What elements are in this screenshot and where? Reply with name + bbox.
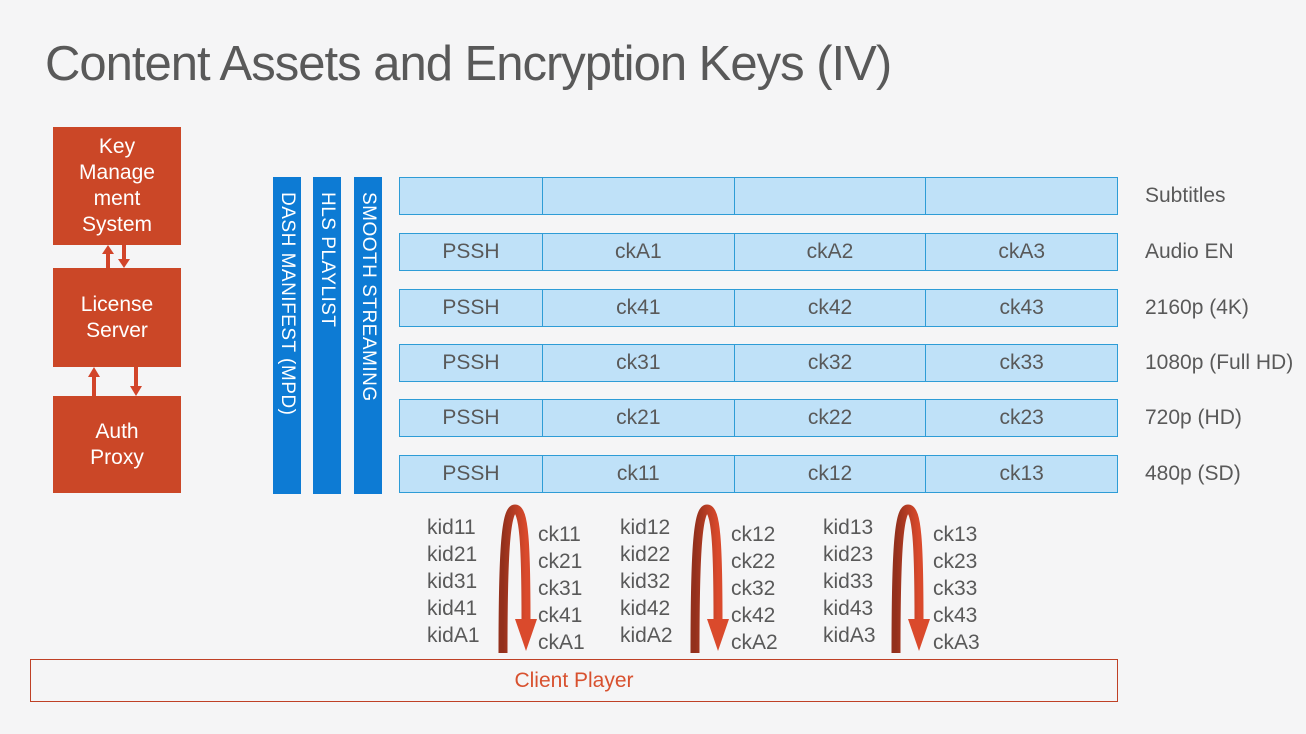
mapping-arrow-icon (498, 504, 537, 653)
kms-label-line: Manage (79, 161, 155, 184)
asset-cell: PSSH (400, 400, 543, 436)
asset-cell: ck41 (543, 290, 735, 326)
hls-playlist-bar: HLS PLAYLIST (313, 177, 341, 494)
kid-list-1: kid11 kid21 kid31 kid41 kidA1 (427, 514, 480, 649)
kid-item: kid22 (620, 543, 671, 566)
page-title: Content Assets and Encryption Keys (IV) (45, 37, 892, 91)
kid-item: kid33 (823, 570, 874, 593)
hls-playlist-label: HLS PLAYLIST (317, 192, 338, 328)
asset-cell (400, 178, 543, 214)
ck-item: ck32 (731, 577, 776, 600)
kid-list-3: kid13 kid23 kid33 kid43 kidA3 (823, 514, 876, 649)
ck-item: ck13 (933, 523, 978, 546)
asset-cell (735, 178, 927, 214)
auth-label-line: Proxy (90, 445, 144, 469)
asset-row-audio-en: PSSH ckA1 ckA2 ckA3 (399, 233, 1118, 271)
asset-cell: ck23 (999, 406, 1044, 429)
auth-proxy-box: Auth Proxy (53, 396, 181, 493)
row-label-subtitles: Subtitles (1145, 184, 1226, 207)
kid-item: kid21 (427, 543, 478, 566)
client-player-box: Client Player (30, 659, 1118, 702)
client-player-label: Client Player (514, 668, 634, 692)
ck-item: ck33 (933, 577, 978, 600)
license-server-box: License Server (53, 268, 181, 367)
ck-list-3: ck13 ck23 ck33 ck43 ckA3 (933, 521, 980, 656)
license-auth-arrows-icon (88, 367, 142, 396)
ck-list-2: ck12 ck22 ck32 ck42 ckA2 (731, 521, 778, 656)
asset-cell: PSSH (400, 345, 543, 381)
asset-cell: ck21 (543, 400, 735, 436)
ck-item: ck21 (538, 550, 583, 573)
asset-cell: ck31 (543, 345, 735, 381)
ck-item: ck11 (538, 523, 581, 546)
asset-cell: ck42 (735, 290, 927, 326)
kid-item: kid23 (823, 543, 874, 566)
dash-manifest-bar: DASH MANIFEST (MPD) (273, 177, 301, 494)
asset-cell (926, 178, 1117, 214)
ck-item: ckA1 (538, 631, 585, 654)
kid-item: kidA1 (427, 624, 480, 647)
kid-item: kid12 (620, 516, 671, 539)
asset-cell (543, 178, 735, 214)
asset-cell: ck13 (999, 462, 1044, 485)
license-label-line: Server (86, 318, 148, 342)
ck-item: ckA3 (933, 631, 980, 654)
asset-cell: PSSH (400, 290, 543, 326)
kid-item: kid43 (823, 597, 874, 620)
asset-row-480p: PSSH ck11 ck12 ck13 (399, 455, 1118, 493)
kid-item: kid32 (620, 570, 671, 593)
row-label-720p: 720p (HD) (1145, 406, 1242, 429)
smooth-streaming-bar: SMOOTH STREAMING (354, 177, 382, 494)
asset-row-2160p: PSSH ck41 ck42 ck43 (399, 289, 1118, 327)
ck-item: ck42 (731, 604, 776, 627)
license-label-line: License (80, 292, 154, 316)
key-management-system-box: Key Manage ment System (53, 127, 181, 245)
ck-item: ck12 (731, 523, 776, 546)
mapping-arrow-icon (891, 504, 930, 653)
asset-cell: ckA3 (998, 240, 1046, 263)
kid-item: kid41 (427, 597, 478, 620)
kid-list-2: kid12 kid22 kid32 kid42 kidA2 (620, 514, 673, 649)
asset-cell: ck11 (543, 456, 735, 492)
ck-list-1: ck11 ck21 ck31 ck41 ckA1 (538, 521, 585, 656)
asset-cell: ck32 (735, 345, 927, 381)
asset-row-1080p: PSSH ck31 ck32 ck33 (399, 344, 1118, 382)
auth-label-line: Auth (95, 419, 139, 443)
asset-cell: ck22 (735, 400, 927, 436)
kms-label-line: ment (93, 187, 141, 210)
kms-label-line: Key (98, 135, 136, 158)
dash-manifest-label: DASH MANIFEST (MPD) (277, 192, 298, 416)
ck-item: ck41 (538, 604, 583, 627)
kms-license-arrows-icon (102, 245, 130, 268)
asset-cell: ck33 (999, 351, 1044, 374)
row-label-audio-en: Audio EN (1145, 240, 1234, 263)
kid-item: kid11 (427, 516, 476, 539)
asset-cell: ck43 (999, 296, 1044, 319)
asset-cell: PSSH (400, 456, 543, 492)
asset-cell: ckA2 (735, 234, 927, 270)
kms-label-line: System (81, 213, 152, 236)
asset-cell: ck12 (735, 456, 927, 492)
asset-cell: ckA1 (543, 234, 735, 270)
mapping-arrow-icon (690, 504, 729, 653)
row-label-480p: 480p (SD) (1145, 462, 1241, 485)
kid-item: kidA2 (620, 624, 673, 647)
kid-item: kid42 (620, 597, 671, 620)
ck-item: ck22 (731, 550, 776, 573)
asset-row-subtitles (399, 177, 1118, 215)
asset-row-720p: PSSH ck21 ck22 ck23 (399, 399, 1118, 437)
row-label-2160p: 2160p (4K) (1145, 296, 1249, 319)
ck-item: ck43 (933, 604, 978, 627)
kid-item: kidA3 (823, 624, 876, 647)
asset-cell: PSSH (400, 234, 543, 270)
kid-item: kid13 (823, 516, 874, 539)
ck-item: ckA2 (731, 631, 778, 654)
ck-item: ck23 (933, 550, 978, 573)
row-label-1080p: 1080p (Full HD) (1145, 351, 1294, 374)
kid-item: kid31 (427, 570, 478, 593)
ck-item: ck31 (538, 577, 583, 600)
smooth-streaming-label: SMOOTH STREAMING (358, 192, 379, 402)
